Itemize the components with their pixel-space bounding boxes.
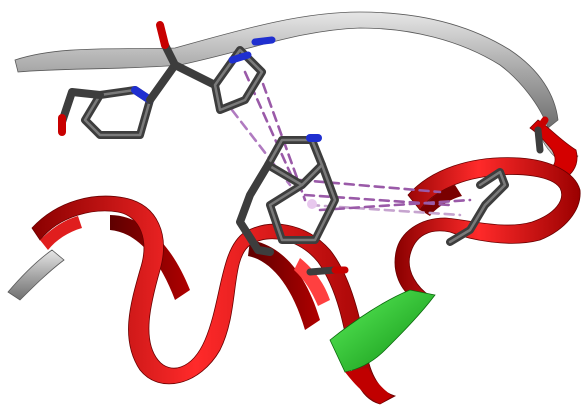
loop-ribbon-left [7, 249, 65, 301]
interaction-centroid [307, 199, 317, 209]
alpha-helix-main [31, 195, 436, 405]
residue-histidine [211, 36, 276, 114]
residue-proline [58, 21, 219, 139]
residue-helix-sidechain [306, 266, 349, 276]
residue-tryptophan [236, 134, 339, 256]
residue-right-helix [446, 116, 549, 246]
